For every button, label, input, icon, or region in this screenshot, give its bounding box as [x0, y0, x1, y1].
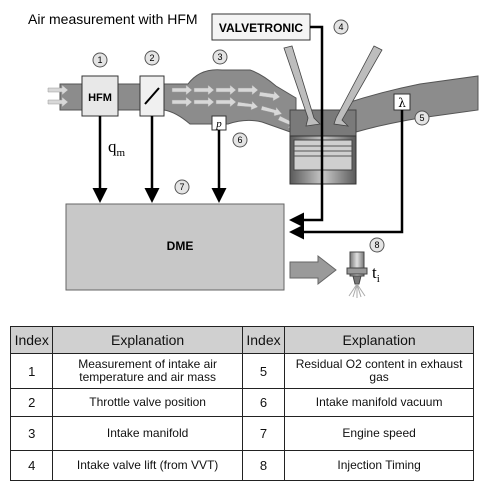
valvetronic-box: [211, 13, 311, 41]
engine-diagram: Air measurement with HFM HFM p λ: [28, 11, 479, 298]
table-row: 1 Measurement of intake air temperature …: [9, 353, 474, 389]
legend-table: Index Explanation Index Explanation 1 Me…: [9, 326, 474, 481]
fuel-injector: [346, 251, 368, 298]
intake-flow-arrows: [47, 84, 297, 129]
svg-text:8: 8: [374, 240, 379, 250]
table-cell-explanation: Injection Timing: [284, 450, 474, 481]
callout-6: 6: [232, 132, 248, 148]
dme-label: DME: [167, 239, 194, 253]
svg-text:7: 7: [179, 182, 184, 192]
svg-text:3: 3: [217, 52, 222, 62]
svg-text:2: 2: [149, 53, 154, 63]
table-cell-explanation: Residual O2 content in exhaust gas: [284, 353, 474, 389]
lambda-symbol: λ: [398, 96, 406, 110]
table-cell-index: 3: [9, 416, 54, 451]
signal-line-lambda: [289, 110, 404, 240]
svg-text:1: 1: [97, 55, 102, 65]
table-cell-explanation: Throttle valve position: [52, 388, 243, 417]
callout-3: 3: [212, 49, 228, 65]
callout-1: 1: [92, 52, 108, 68]
table-cell-index: 5: [241, 353, 286, 389]
intake-valve: [283, 45, 321, 127]
table-cell-explanation: Measurement of intake air temperature an…: [52, 353, 243, 389]
header-explanation-right: Explanation: [284, 326, 474, 354]
svg-text:6: 6: [237, 135, 242, 145]
hfm-label: HFM: [88, 92, 112, 104]
table-header-row: Index Explanation Index Explanation: [9, 326, 474, 354]
legend-table-container: Index Explanation Index Explanation 1 Me…: [9, 326, 474, 481]
callout-8: 8: [369, 237, 385, 253]
injection-output-arrow: [289, 254, 337, 286]
table-cell-index: 8: [241, 450, 286, 481]
table-row: 2 Throttle valve position 6 Intake manif…: [9, 388, 474, 417]
callout-4: 4: [333, 19, 349, 35]
callout-2: 2: [144, 50, 160, 66]
table-cell-index: 2: [9, 388, 54, 417]
table-cell-index: 1: [9, 353, 54, 389]
diagram-title: Air measurement with HFM: [28, 11, 198, 27]
exhaust-valve: [333, 45, 383, 127]
exhaust-pipe: [343, 75, 479, 133]
table-cell-explanation: Engine speed: [284, 416, 474, 451]
svg-text:5: 5: [419, 113, 424, 123]
dme-box: [65, 203, 285, 291]
ti-symbol: ti: [372, 263, 380, 285]
header-index-right: Index: [241, 326, 286, 354]
table-cell-explanation: Intake valve lift (from VVT): [52, 450, 243, 481]
table-cell-index: 6: [241, 388, 286, 417]
callout-5: 5: [414, 110, 430, 126]
valvetronic-label: VALVETRONIC: [219, 21, 304, 35]
table-cell-index: 4: [9, 450, 54, 481]
hfm-sensor: [81, 75, 119, 117]
pressure-symbol: p: [215, 118, 222, 130]
callout-7: 7: [174, 179, 190, 195]
table-cell-explanation: Intake manifold vacuum: [284, 388, 474, 417]
signal-line-valvetronic: [289, 25, 324, 228]
table-cell-index: 7: [241, 416, 286, 451]
svg-text:4: 4: [338, 22, 343, 32]
table-cell-explanation: Intake manifold: [52, 416, 243, 451]
table-row: 3 Intake manifold 7 Engine speed: [9, 416, 474, 451]
header-index-left: Index: [9, 326, 54, 354]
header-explanation-left: Explanation: [52, 326, 243, 354]
table-row: 4 Intake valve lift (from VVT) 8 Injecti…: [9, 450, 474, 481]
qm-symbol: qm: [108, 137, 126, 159]
